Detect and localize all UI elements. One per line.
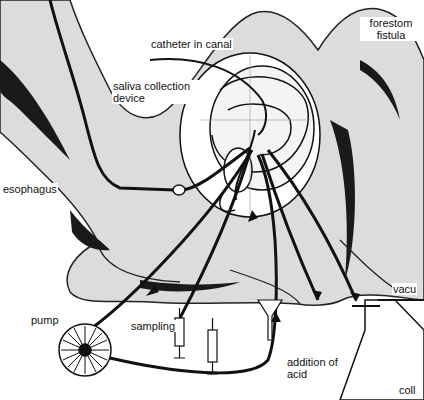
collection-flask <box>340 300 424 400</box>
pump-symbol-part <box>59 324 111 376</box>
callout-label: catheter in canal <box>150 38 233 50</box>
callout-label: saliva collection device <box>112 80 206 104</box>
pump-symbol <box>59 324 111 376</box>
camel-shading-part <box>0 60 70 160</box>
funnel-symbol-part <box>258 300 282 340</box>
camel-shading-part <box>360 60 400 120</box>
tubing-part <box>268 150 356 300</box>
camel-body <box>0 0 424 305</box>
syringe-symbol-part <box>207 318 218 374</box>
syringe-symbol-part <box>208 330 217 362</box>
tubing <box>92 150 356 373</box>
camel-legs-part <box>230 270 300 304</box>
tubing-part <box>180 152 250 318</box>
flow-arrows-part <box>350 292 360 302</box>
collection-flask-part <box>378 299 424 301</box>
callout-label: coll <box>398 384 417 396</box>
saliva-collection-device-part <box>173 185 185 195</box>
collection-flask-part <box>352 305 380 307</box>
syringe-symbol-part <box>175 318 184 346</box>
saliva-collection-device <box>173 185 185 195</box>
part-label: esophagus <box>2 183 58 195</box>
syringe-symbol <box>174 308 218 374</box>
camel-shading-part <box>70 210 110 250</box>
pump-symbol-part <box>61 326 109 374</box>
camel-legs-part <box>100 250 180 282</box>
collection-flask-part <box>340 300 424 400</box>
flow-arrows-part <box>248 210 258 222</box>
callout-label: forestom fistula <box>360 17 422 41</box>
esophagus-tube <box>50 0 250 190</box>
tubing-part <box>110 155 276 373</box>
flow-arrows-part <box>271 312 281 322</box>
camel-legs <box>100 240 400 304</box>
flow-arrows-part <box>312 290 322 300</box>
callout-label: addition of acid <box>286 356 340 380</box>
tubing-part <box>92 150 252 328</box>
flow-arrows <box>146 210 360 322</box>
camel-body-part <box>0 0 424 305</box>
callout-label: sampling <box>130 320 176 332</box>
part-label: pump <box>30 314 60 326</box>
syringe-symbol-part <box>174 308 185 358</box>
funnel-symbol <box>258 300 282 340</box>
callout-label: vacu <box>392 283 417 295</box>
forestomach-cutaway-part <box>200 55 310 215</box>
flow-arrows-part <box>146 285 159 296</box>
tubing-part <box>262 154 318 300</box>
